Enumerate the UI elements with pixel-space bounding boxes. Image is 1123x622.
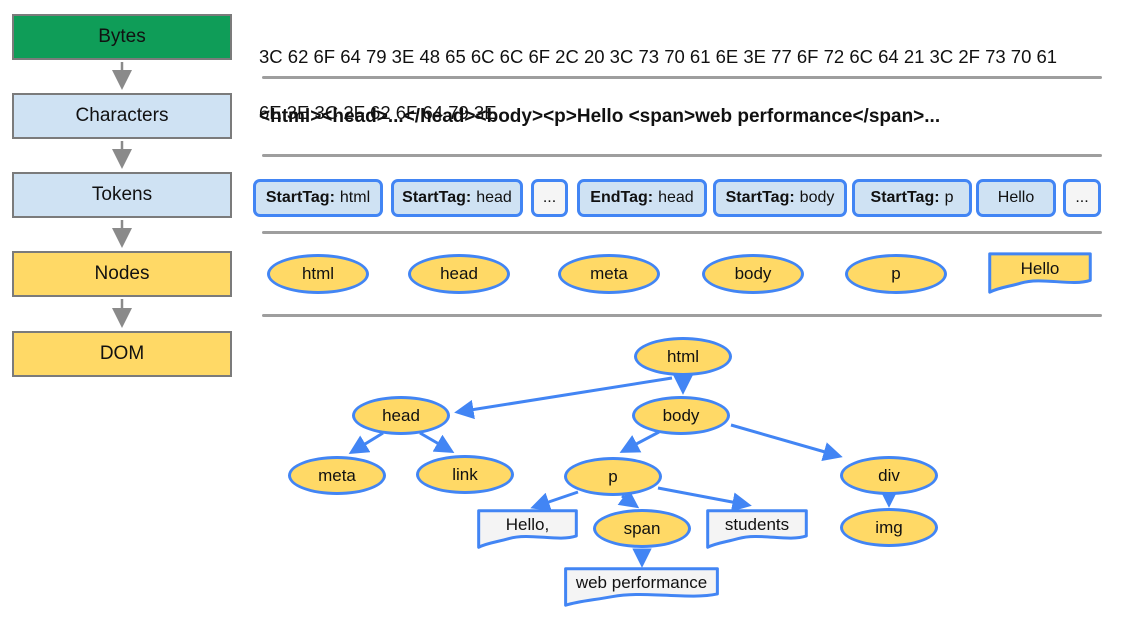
- token-ellipsis: ...: [531, 179, 568, 217]
- characters-markup-text: <html><head>...</head><body><p>Hello <sp…: [259, 106, 941, 127]
- token-value: head: [476, 189, 512, 206]
- edge-body-div: [730, 423, 843, 462]
- node-label: body: [662, 405, 700, 425]
- node-label: html: [301, 264, 335, 283]
- text-node-shape: [706, 509, 808, 549]
- text-node-shape: [563, 567, 720, 607]
- dom-node-span: span: [593, 509, 691, 548]
- node-label: link: [452, 464, 478, 484]
- node-label: img: [875, 517, 903, 537]
- node-label: Hello,: [505, 515, 550, 535]
- node-text-hello: Hello: [988, 252, 1092, 294]
- token-value: head: [658, 189, 694, 206]
- stage-label: Nodes: [94, 263, 150, 284]
- token-value: ...: [1075, 189, 1089, 206]
- token-starttag-head: StartTag:head: [391, 179, 523, 217]
- node-body: body: [702, 254, 804, 294]
- edge-p-hello: [530, 490, 579, 512]
- node-label: body: [734, 264, 772, 283]
- token-type: StartTag:: [870, 189, 940, 206]
- token-starttag-p: StartTag:p: [852, 179, 972, 217]
- stage-box-bytes: Bytes: [12, 14, 232, 60]
- node-label: html: [666, 346, 700, 366]
- divider: [262, 76, 1102, 79]
- dom-text-hello: Hello,: [477, 509, 578, 549]
- token-value: html: [339, 189, 371, 206]
- divider: [262, 314, 1102, 317]
- token-value: Hello: [997, 189, 1035, 206]
- stage-box-characters: Characters: [12, 93, 232, 139]
- node-label: p: [891, 264, 901, 283]
- dom-node-div: div: [840, 456, 938, 495]
- stage-label: Bytes: [98, 26, 146, 47]
- token-hello: Hello: [976, 179, 1056, 217]
- dom-node-img: img: [840, 508, 938, 547]
- edge-head-meta: [348, 431, 384, 455]
- dom-node-meta: meta: [288, 456, 386, 495]
- edge-body-p: [619, 430, 660, 453]
- text-node-shape: [988, 252, 1092, 294]
- token-type: StartTag:: [265, 189, 335, 206]
- token-value: body: [799, 189, 835, 206]
- token-type: StartTag:: [725, 189, 795, 206]
- node-label: meta: [590, 264, 628, 283]
- node-label: meta: [318, 465, 356, 485]
- node-label: head: [382, 405, 420, 425]
- dom-node-link: link: [416, 455, 514, 494]
- stage-label: Tokens: [91, 184, 153, 205]
- node-label: students: [724, 515, 790, 535]
- stage-box-nodes: Nodes: [12, 251, 232, 297]
- dom-node-head: head: [352, 396, 450, 435]
- stage-box-tokens: Tokens: [12, 172, 232, 218]
- stage-label: DOM: [99, 343, 145, 364]
- dom-node-html: html: [634, 337, 732, 376]
- divider: [262, 154, 1102, 157]
- node-head: head: [408, 254, 510, 294]
- stage-label: Characters: [75, 105, 169, 126]
- dom-text-students: students: [706, 509, 808, 549]
- node-html: html: [267, 254, 369, 294]
- token-ellipsis: ...: [1063, 179, 1101, 217]
- edge-p-students: [657, 486, 752, 512]
- token-endtag-head: EndTag:head: [577, 179, 707, 217]
- edge-head-link: [419, 431, 455, 453]
- token-value: p: [944, 189, 954, 206]
- token-type: EndTag:: [590, 189, 654, 206]
- node-label: span: [623, 518, 661, 538]
- node-label: p: [608, 466, 618, 486]
- token-value: ...: [542, 189, 557, 206]
- dom-text-web-performance: web performance: [563, 567, 720, 607]
- token-type: StartTag:: [402, 189, 472, 206]
- token-starttag-html: StartTag:html: [253, 179, 383, 217]
- bytes-hex-text: 3C 62 6F 64 79 3E 48 65 6C 6C 6F 2C 20 3…: [259, 15, 1059, 155]
- node-label: Hello: [1020, 259, 1060, 279]
- node-p: p: [845, 254, 947, 294]
- bytes-line-1: 3C 62 6F 64 79 3E 48 65 6C 6C 6F 2C 20 3…: [259, 46, 1058, 67]
- node-meta: meta: [558, 254, 660, 294]
- dom-node-body: body: [632, 396, 730, 435]
- edge-p-span: [617, 488, 640, 509]
- node-label: web performance: [575, 573, 708, 593]
- divider: [262, 231, 1102, 234]
- stage-box-dom: DOM: [12, 331, 232, 377]
- node-label: div: [878, 465, 900, 485]
- dom-node-p: p: [564, 457, 662, 496]
- bytes-line-2: 6E 3E 3C 2F 62 6F 64 79 3E: [259, 102, 497, 123]
- node-label: head: [440, 264, 478, 283]
- text-node-shape: [477, 509, 578, 549]
- token-starttag-body: StartTag:body: [713, 179, 847, 217]
